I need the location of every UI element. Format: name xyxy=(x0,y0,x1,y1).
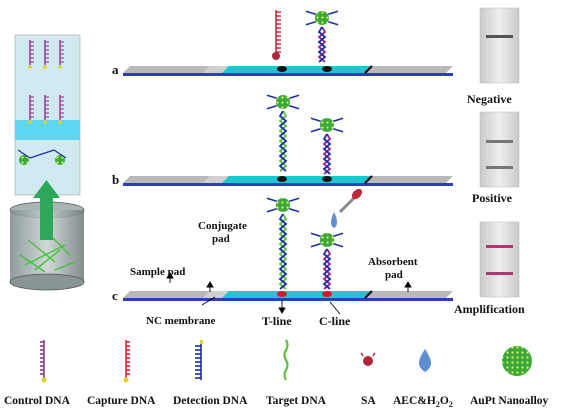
result-photo-a xyxy=(479,7,520,84)
sample-pad xyxy=(123,66,210,73)
sample-pad xyxy=(123,176,210,183)
legend-aupt-nanoalloy-label: AuPt Nanoalloy xyxy=(470,395,549,407)
absorbent-pad xyxy=(365,176,453,183)
row-letter-b: b xyxy=(112,172,119,187)
dipstick-illustration xyxy=(9,34,85,291)
legend-target-dna-icon xyxy=(283,339,289,381)
absorbent-pad xyxy=(365,291,453,298)
legend-sa-icon xyxy=(360,352,376,366)
conjugate-pad-label: Conjugate xyxy=(198,220,247,232)
legend-detection-dna-label: Detection DNA xyxy=(173,395,248,407)
strip-backing xyxy=(123,298,453,301)
t-line-label: T-line xyxy=(262,314,292,328)
sa-marker xyxy=(272,52,280,60)
strip-b xyxy=(123,175,453,186)
legend-control-dna-label: Control DNA xyxy=(4,395,71,407)
row-letter-c: c xyxy=(112,288,118,303)
result-band xyxy=(486,272,513,275)
strip-c xyxy=(123,290,453,301)
row-b-probes xyxy=(266,94,344,175)
sample-pad xyxy=(123,291,210,298)
absorbent-pad xyxy=(365,66,453,73)
strip-a xyxy=(123,65,453,76)
result-band xyxy=(486,140,513,143)
conjugate-pad xyxy=(203,291,230,298)
result-band xyxy=(486,35,513,38)
strip-backing xyxy=(123,73,453,76)
nc-membrane xyxy=(222,66,372,73)
c-line-label: C-line xyxy=(319,314,351,328)
c-line-band xyxy=(322,176,332,182)
nc-membrane xyxy=(222,291,372,298)
conjugate-pad-label-2: pad xyxy=(212,233,230,245)
result-amplification-label: Amplification xyxy=(454,302,525,316)
row-c-probes xyxy=(266,197,344,290)
control-duplex-row-c xyxy=(322,248,332,290)
legend-aupt-nanoalloy-icon xyxy=(502,346,532,376)
t-line-band xyxy=(277,66,287,72)
legend-target-dna-label: Target DNA xyxy=(266,395,327,407)
t-line-band xyxy=(277,176,287,182)
control-duplex-row-b xyxy=(322,133,332,175)
test-strips xyxy=(123,10,453,301)
conjugate-pad xyxy=(203,66,230,73)
target-duplex-row-b xyxy=(278,110,288,172)
row-a-probes xyxy=(272,10,339,63)
result-photo-c xyxy=(479,221,520,298)
row-letter-a: a xyxy=(112,62,119,77)
legend-capture-dna-label: Capture DNA xyxy=(87,395,156,407)
sample-pad-label: Sample pad xyxy=(130,266,185,278)
result-negative-label: Negative xyxy=(467,92,512,106)
legend-capture-dna-icon xyxy=(123,340,130,383)
legend: Control DNA Capture DNA Detection DNA Ta… xyxy=(4,339,549,409)
result-band xyxy=(486,245,513,248)
dropper xyxy=(331,188,363,228)
nc-membrane-label: NC membrane xyxy=(146,315,215,327)
t-line-band xyxy=(277,291,287,297)
result-photo-b xyxy=(479,111,520,188)
conjugate-pad xyxy=(203,176,230,183)
legend-control-dna-icon xyxy=(40,340,47,383)
result-band xyxy=(486,166,513,169)
c-line-band xyxy=(322,291,332,297)
legend-aec-label: AEC&H2O2 xyxy=(393,395,453,409)
legend-detection-dna-icon xyxy=(195,340,203,380)
legend-aec-drop-icon xyxy=(418,349,432,372)
result-positive-label: Positive xyxy=(472,191,513,205)
nc-membrane xyxy=(222,176,372,183)
absorbent-pad-label: Absorbent xyxy=(368,256,418,268)
absorbent-pad-label-2: pad xyxy=(385,269,403,281)
legend-sa-label: SA xyxy=(361,395,376,407)
strip-backing xyxy=(123,183,453,186)
c-line-band xyxy=(322,66,332,72)
